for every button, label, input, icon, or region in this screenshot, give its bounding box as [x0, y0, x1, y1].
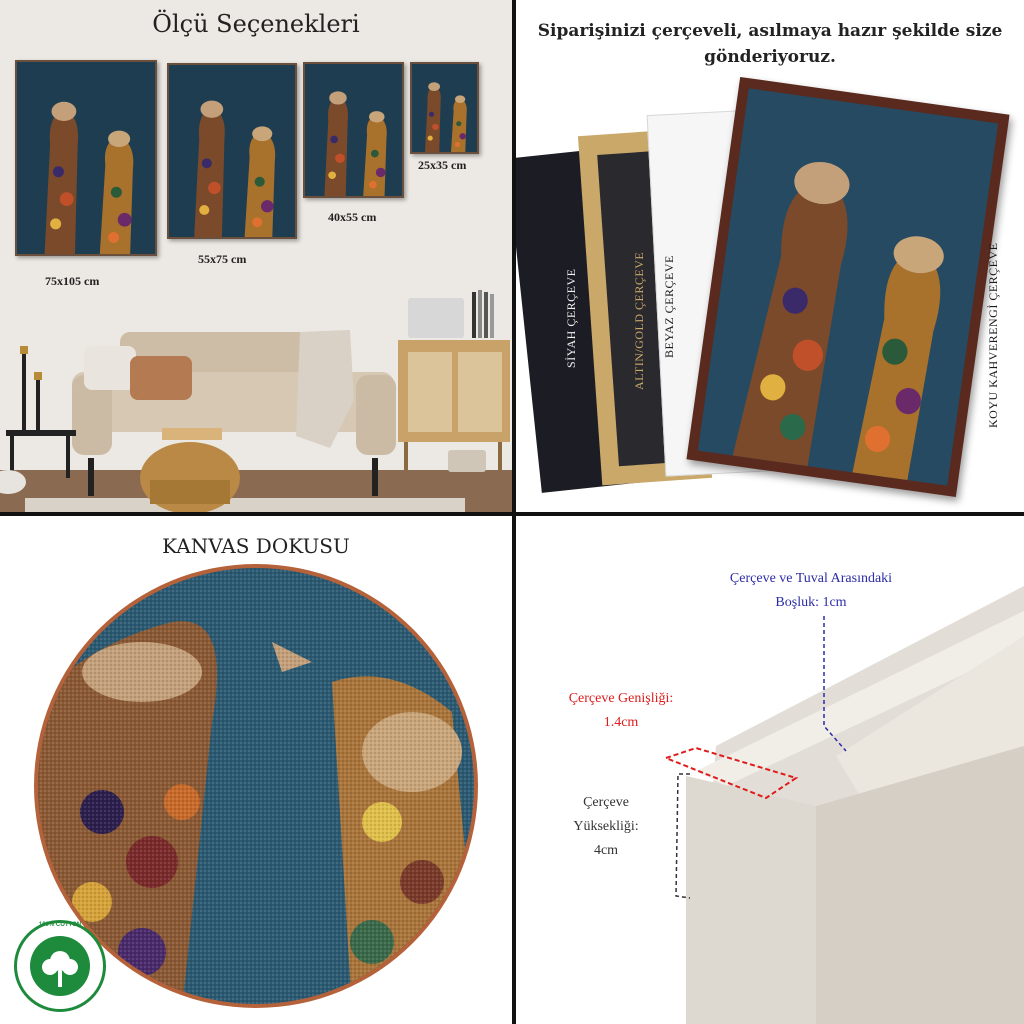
- height-annotation-line1: Çerçeve: [583, 795, 629, 810]
- height-marker: [675, 773, 691, 899]
- frame-label-gold: ALTIN/GOLD ÇERÇEVE: [632, 251, 646, 390]
- living-room-scene: [0, 290, 510, 512]
- giraffe-art: [169, 65, 295, 237]
- cotton-plant-icon: [30, 936, 90, 996]
- cotton-badge-text: 100% COTTON: [38, 922, 82, 928]
- giraffe-art: [17, 62, 155, 254]
- frame-corner-closeup: [686, 586, 1024, 1024]
- height-annotation-line2: Yüksekliği:: [573, 819, 639, 834]
- giraffe-art: [697, 88, 999, 486]
- frame-options-title: Siparişinizi çerçeveli, asılmaya hazır ş…: [537, 21, 1003, 67]
- candle-holders: [20, 346, 42, 432]
- rattan-basket: [140, 442, 240, 512]
- frame-options-panel: Siparişinizi çerçeveli, asılmaya hazır ş…: [516, 0, 1024, 512]
- width-annotation-line2: 1.4cm: [603, 715, 639, 730]
- frame-dimensions-panel: Çerçeve ve Tuval Arasındaki Boşluk: 1cm …: [516, 516, 1024, 1024]
- frame-label-white: BEYAZ ÇERÇEVE: [662, 255, 676, 358]
- print-75x105: [15, 60, 157, 256]
- print-40x55: [303, 62, 404, 198]
- cotton-badge: 100% COTTON: [14, 920, 106, 1012]
- size-label-40x55: 40x55 cm: [328, 210, 377, 224]
- throw-blanket: [296, 330, 354, 448]
- size-options-title: Ölçü Seçenekleri: [152, 10, 360, 38]
- cushion: [130, 356, 192, 400]
- gap-annotation-line1: Çerçeve ve Tuval Arasındaki: [729, 571, 893, 586]
- width-marker: [663, 746, 799, 800]
- canvas-texture-title: KANVAS DOKUSU: [162, 534, 350, 558]
- size-label-55x75: 55x75 cm: [198, 252, 247, 266]
- frame-label-black: SİYAH ÇERÇEVE: [564, 268, 578, 368]
- frame-label-brown: KOYU KAHVERENGİ ÇERÇEVE: [986, 242, 1000, 429]
- canvas-texture-panel: KANVAS DOKUSU: [0, 516, 512, 1024]
- size-label-75x105: 75x105 cm: [45, 274, 100, 288]
- rug: [25, 498, 465, 512]
- record-player: [408, 298, 464, 338]
- horizontal-divider: [0, 512, 1024, 516]
- giraffe-art: [305, 64, 402, 196]
- size-label-25x35: 25x35 cm: [418, 158, 467, 172]
- floor-basket: [448, 450, 486, 472]
- record-rack: [472, 290, 494, 338]
- size-options-panel: Ölçü Seçenekleri: [0, 0, 512, 512]
- framed-canvas: [697, 88, 999, 486]
- width-annotation-line1: Çerçeve Genişliği:: [568, 691, 674, 706]
- gap-annotation-line2: Boşluk: 1cm: [775, 595, 847, 610]
- floor-pouf: [0, 470, 26, 494]
- side-table: [6, 430, 76, 478]
- cushion: [84, 346, 136, 390]
- print-25x35: [410, 62, 479, 154]
- giraffe-art: [412, 64, 477, 152]
- print-55x75: [167, 63, 297, 239]
- book: [162, 428, 222, 440]
- sideboard: [398, 340, 510, 470]
- canvas-texture-closeup: [34, 564, 478, 1008]
- gap-pointer: [823, 616, 847, 752]
- height-annotation-line3: 4cm: [593, 843, 619, 858]
